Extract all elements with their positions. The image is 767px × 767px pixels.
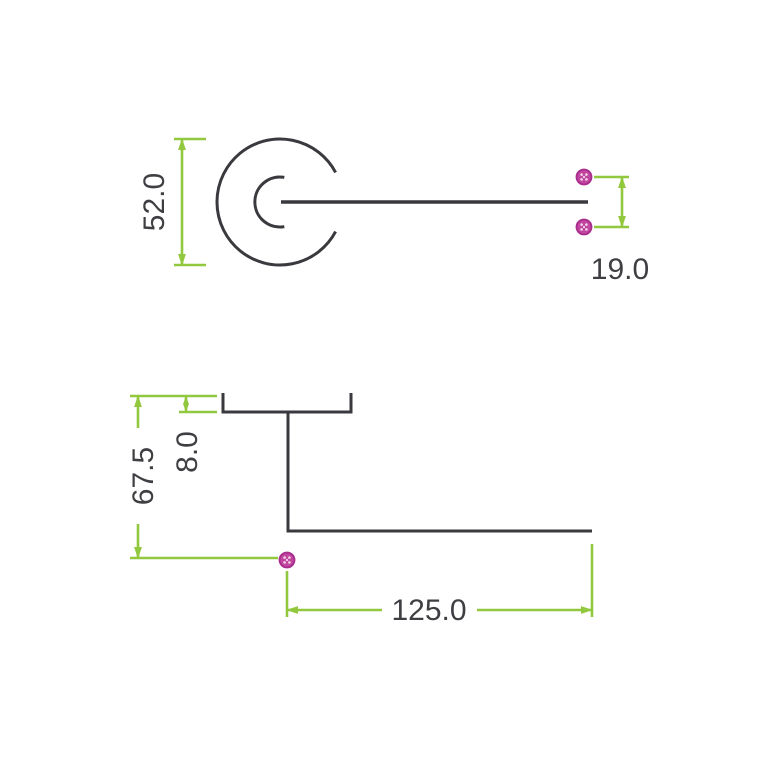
rose-outline: [215, 137, 337, 267]
side-profile-view: 67.5 8.0 125.0: [127, 393, 594, 627]
dimension-rose-depth: 8.0: [171, 395, 217, 473]
screw-fixing-icon: [575, 168, 593, 186]
spindle-arc: [253, 175, 285, 229]
top-view: 52.0 19.0: [138, 137, 649, 286]
dimension-label: 52.0: [138, 173, 171, 231]
dimension-label: 67.5: [127, 447, 160, 505]
dimension-screw-centres: 19.0: [591, 175, 649, 286]
screw-fixing-icon: [575, 218, 593, 236]
lever-profile: [286, 412, 592, 533]
dimension-label: 19.0: [591, 253, 649, 286]
dimension-rose-diameter: 52.0: [138, 137, 206, 267]
screw-fixing-icon: [278, 551, 296, 569]
rose-profile: [221, 393, 353, 414]
dimension-projection: 67.5: [127, 394, 278, 560]
dimension-label: 125.0: [391, 594, 466, 627]
dimension-lever-length: 125.0: [285, 544, 594, 627]
dimension-label: 8.0: [171, 431, 204, 473]
